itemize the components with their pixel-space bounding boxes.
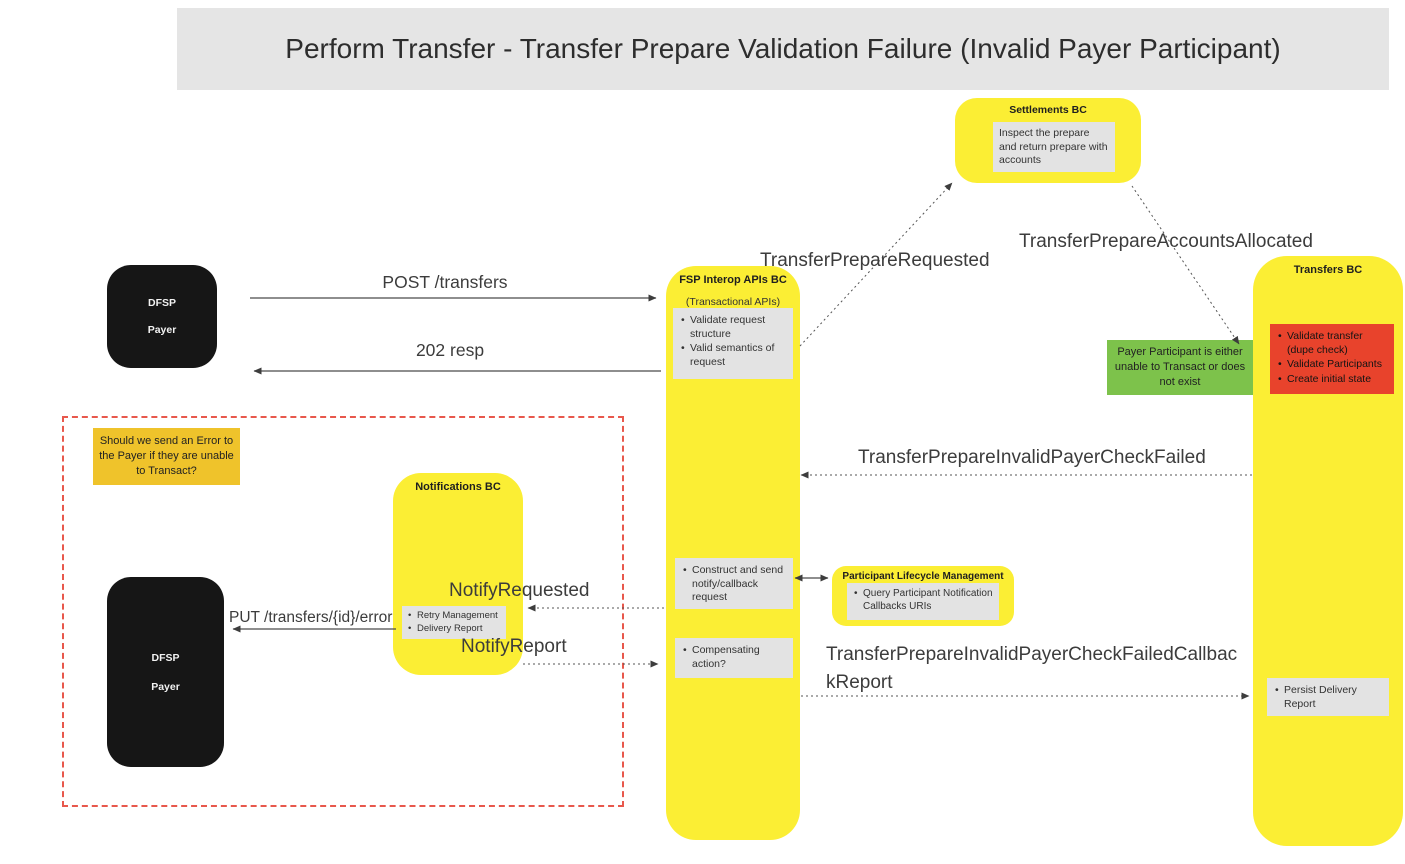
fsp-construct-note: Construct and send notify/callback reque…: [675, 558, 793, 609]
label-invalid-payer-check-failed: TransferPrepareInvalidPayerCheckFailed: [858, 447, 1206, 468]
actor-label: Payer: [147, 324, 177, 336]
transfers-validate-item: Create initial state: [1276, 373, 1388, 387]
diagram-title: Perform Transfer - Transfer Prepare Vali…: [285, 33, 1281, 64]
green-note: Payer Participant is either unable to Tr…: [1107, 340, 1253, 395]
actor-label: Payer: [151, 680, 180, 693]
actor-label: DFSP: [147, 297, 176, 309]
actor-dfsp-payer-top: DFSP Payer: [107, 265, 217, 368]
node-transfers-bc: Transfers BC Validate transfer (dupe che…: [1253, 256, 1403, 846]
transfers-persist-item: Persist Delivery Report: [1273, 684, 1383, 711]
transfers-validate-item: Validate Participants: [1276, 358, 1388, 372]
amber-question-note: Should we send an Error to the Payer if …: [93, 428, 240, 485]
label-invalid-payer-check-failed-callback-report: TransferPrepareInvalidPayerCheckFailedCa…: [826, 644, 1238, 693]
label-put-transfers-error: PUT /transfers/{id}/error: [229, 609, 393, 626]
label-transfer-prepare-requested: TransferPrepareRequested: [760, 250, 990, 271]
transfers-validate-note: Validate transfer (dupe check) Validate …: [1270, 324, 1394, 394]
participant-lifecycle-note: Query Participant Notification Callbacks…: [847, 583, 999, 620]
fsp-compensating-note: Compensating action?: [675, 638, 793, 678]
node-settlements-title: Settlements BC: [1009, 104, 1087, 116]
question-dashed-region: [62, 416, 624, 807]
fsp-construct-item: Construct and send notify/callback reque…: [681, 564, 787, 605]
diagram-title-bar: Perform Transfer - Transfer Prepare Vali…: [177, 8, 1389, 90]
transfers-validate-item: Validate transfer (dupe check): [1276, 330, 1388, 357]
label-notify-requested: NotifyRequested: [449, 580, 590, 601]
fsp-compensating-item: Compensating action?: [681, 644, 787, 671]
notifications-item: Delivery Report: [406, 623, 502, 636]
transfers-persist-note: Persist Delivery Report: [1267, 678, 1389, 716]
node-fsp-interop-subtitle: (Transactional APIs): [685, 296, 781, 308]
node-participant-lifecycle: Participant Lifecycle Management Query P…: [832, 566, 1014, 626]
arrow-transfer-prepare-accounts-allocated: [1131, 185, 1240, 345]
node-notifications-bc: Notifications BC Retry Management Delive…: [393, 473, 523, 675]
node-notifications-title: Notifications BC: [415, 481, 501, 493]
actor-label: DFSP: [151, 651, 180, 664]
fsp-validate-item: Validate request structure: [679, 314, 787, 341]
label-transfer-prepare-accounts-allocated: TransferPrepareAccountsAllocated: [1019, 231, 1313, 252]
actor-dfsp-payer-bottom: DFSP Payer: [107, 577, 224, 767]
node-fsp-interop-bc: FSP Interop APIs BC (Transactional APIs)…: [666, 266, 800, 840]
node-transfers-title: Transfers BC: [1293, 264, 1363, 276]
label-202-resp: 202 resp: [415, 340, 485, 360]
node-participant-lifecycle-title: Participant Lifecycle Management: [842, 571, 1004, 582]
participant-lifecycle-item: Query Participant Notification Callbacks…: [852, 587, 994, 613]
label-notify-report: NotifyReport: [461, 636, 567, 657]
label-post-transfers: POST /transfers: [382, 272, 508, 292]
fsp-validate-item: Valid semantics of request: [679, 342, 787, 369]
notifications-note: Retry Management Delivery Report: [402, 606, 506, 639]
node-fsp-interop-title: FSP Interop APIs BC: [679, 274, 787, 286]
notifications-item: Retry Management: [406, 610, 502, 623]
node-settlements-bc: Settlements BC Inspect the prepare and r…: [955, 98, 1141, 183]
settlements-note: Inspect the prepare and return prepare w…: [993, 122, 1115, 172]
fsp-validate-note: Validate request structure Valid semanti…: [673, 308, 793, 379]
